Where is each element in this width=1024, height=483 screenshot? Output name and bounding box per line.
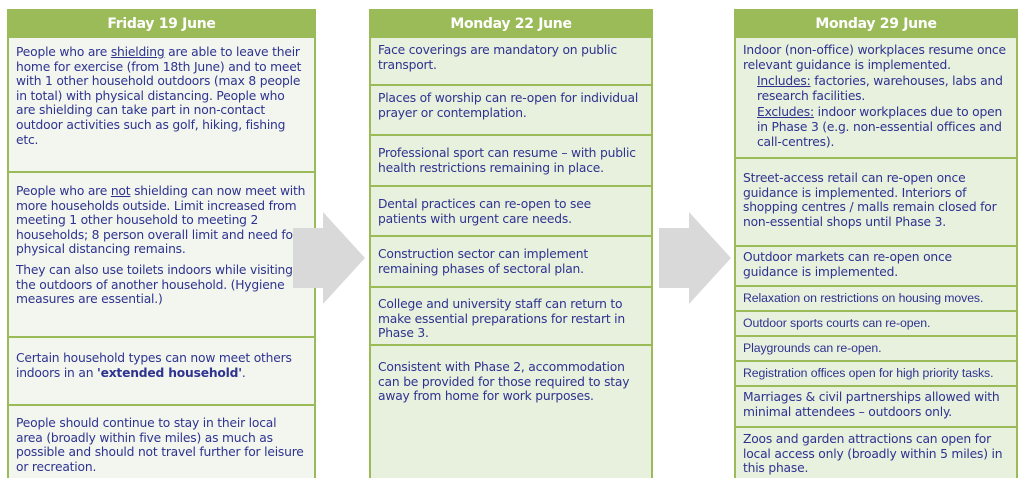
- column-monday-29-june: Monday 29 June Indoor (non-office) workp…: [734, 9, 1018, 478]
- column-header: Friday 19 June: [9, 11, 314, 36]
- text: are able to leave their home for exercis…: [16, 45, 302, 147]
- text: People who are: [16, 184, 111, 198]
- text: .: [241, 365, 246, 380]
- list-item: Outdoor markets can re-open once guidanc…: [736, 245, 1016, 285]
- list-item: Consistent with Phase 2, accommodation c…: [371, 344, 651, 478]
- excludes-label: Excludes:: [757, 105, 814, 120]
- emphasis: shielding: [110, 45, 165, 59]
- list-item: Street-access retail can re-open once gu…: [736, 157, 1016, 245]
- emphasis: not: [110, 184, 131, 198]
- text: They can also use toilets indoors while …: [16, 262, 293, 307]
- list-item: Indoor (non-office) workplaces resume on…: [736, 36, 1016, 157]
- arrow-right-icon: [293, 212, 365, 304]
- list-item: Professional sport can resume – with pub…: [371, 134, 651, 185]
- includes-label: Includes:: [757, 74, 811, 89]
- text: Certain household types can now meet oth…: [16, 351, 292, 380]
- list-item: Construction sector can implement remain…: [371, 235, 651, 286]
- list-item: Playgrounds can re-open.: [736, 335, 1016, 360]
- list-item: College and university staff can return …: [371, 286, 651, 344]
- list-item: Marriages & civil partnerships allowed w…: [736, 385, 1016, 426]
- list-item: Certain household types can now meet oth…: [9, 336, 314, 404]
- list-item: Registration offices open for high prior…: [736, 360, 1016, 385]
- text: factories, warehouses, labs and research…: [757, 74, 1003, 103]
- text: People who are: [16, 45, 111, 59]
- list-item: People should continue to stay in their …: [9, 404, 314, 478]
- column-header: Monday 29 June: [736, 11, 1016, 36]
- list-item: Dental practices can re-open to see pati…: [371, 185, 651, 235]
- text: shielding can now meet with more househo…: [16, 184, 306, 257]
- column-monday-22-june: Monday 22 June Face coverings are mandat…: [369, 9, 653, 478]
- text: People should continue to stay in their …: [16, 416, 304, 474]
- text: Indoor (non-office) workplaces resume on…: [743, 43, 1006, 72]
- list-item: Places of worship can re-open for indivi…: [371, 84, 651, 134]
- text: indoor workplaces due to open in Phase 3…: [757, 105, 1003, 149]
- list-item: Face coverings are mandatory on public t…: [371, 36, 651, 84]
- list-item: People who are shielding are able to lea…: [9, 36, 314, 171]
- column-header: Monday 22 June: [371, 11, 651, 36]
- list-item: People who are not shielding can now mee…: [9, 171, 314, 336]
- list-item: Outdoor sports courts can re-open.: [736, 310, 1016, 335]
- arrow-right-icon: [659, 212, 731, 304]
- list-item: Zoos and garden attractions can open for…: [736, 426, 1016, 478]
- emphasis: 'extended household': [97, 365, 242, 380]
- column-friday-19-june: Friday 19 June People who are shielding …: [7, 9, 316, 478]
- list-item: Relaxation on restrictions on housing mo…: [736, 285, 1016, 310]
